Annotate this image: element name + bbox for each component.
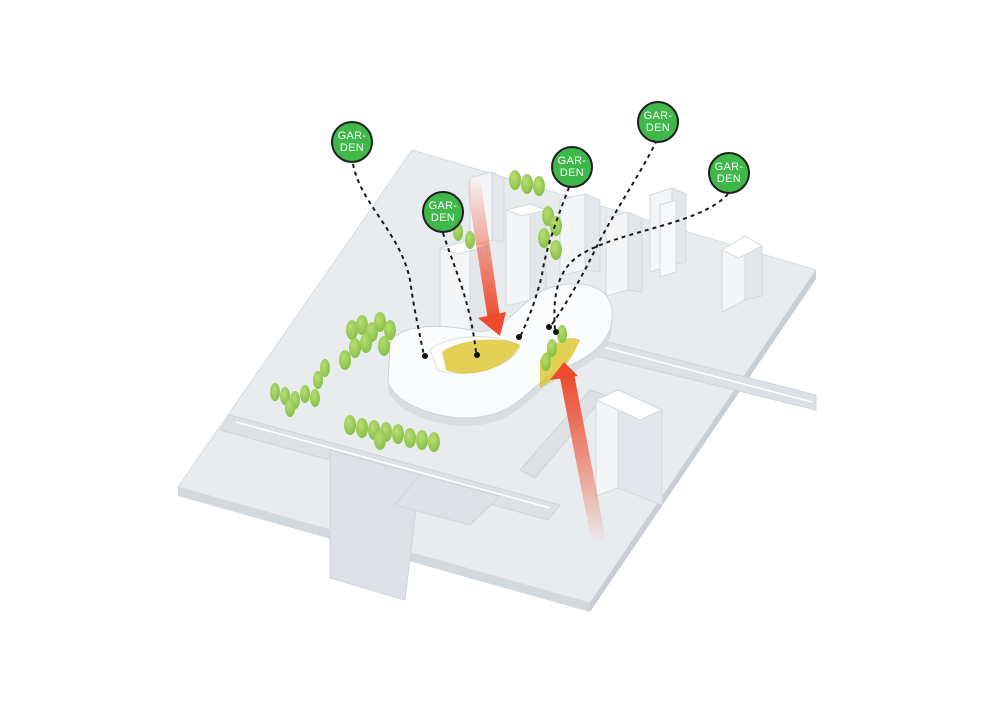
flow-arrow-north bbox=[466, 176, 506, 336]
garden-badge-3: GAR- DEN bbox=[551, 146, 593, 188]
anchor-dot-1 bbox=[422, 353, 428, 359]
anchor-dot-5 bbox=[553, 329, 559, 335]
garden-badge-label: GAR- DEN bbox=[714, 161, 744, 185]
anchor-dot-4 bbox=[546, 324, 552, 330]
garden-badge-label: GAR- DEN bbox=[428, 200, 458, 224]
garden-badge-1: GAR- DEN bbox=[331, 121, 373, 163]
garden-badge-label: GAR- DEN bbox=[643, 110, 673, 134]
leader-lines bbox=[351, 139, 729, 357]
garden-badge-label: GAR- DEN bbox=[557, 155, 587, 179]
anchor-dot-2 bbox=[474, 352, 480, 358]
anchor-dots bbox=[422, 324, 559, 359]
tower-center-back bbox=[559, 193, 601, 277]
tower-right-back bbox=[605, 211, 643, 297]
garden-badge-2: GAR- DEN bbox=[422, 191, 464, 233]
garden-badge-label: GAR- DEN bbox=[337, 130, 367, 154]
tower-cluster-right bbox=[649, 187, 687, 278]
road-markings bbox=[235, 346, 813, 509]
tower-mid bbox=[504, 203, 548, 307]
garden-badge-5: GAR- DEN bbox=[708, 152, 750, 194]
trees bbox=[270, 170, 567, 452]
garden-badge-4: GAR- DEN bbox=[637, 101, 679, 143]
tower-far-right bbox=[720, 235, 764, 313]
flow-arrow-south bbox=[550, 362, 606, 544]
tower-front-right bbox=[594, 389, 664, 506]
anchor-dot-3 bbox=[516, 334, 522, 340]
